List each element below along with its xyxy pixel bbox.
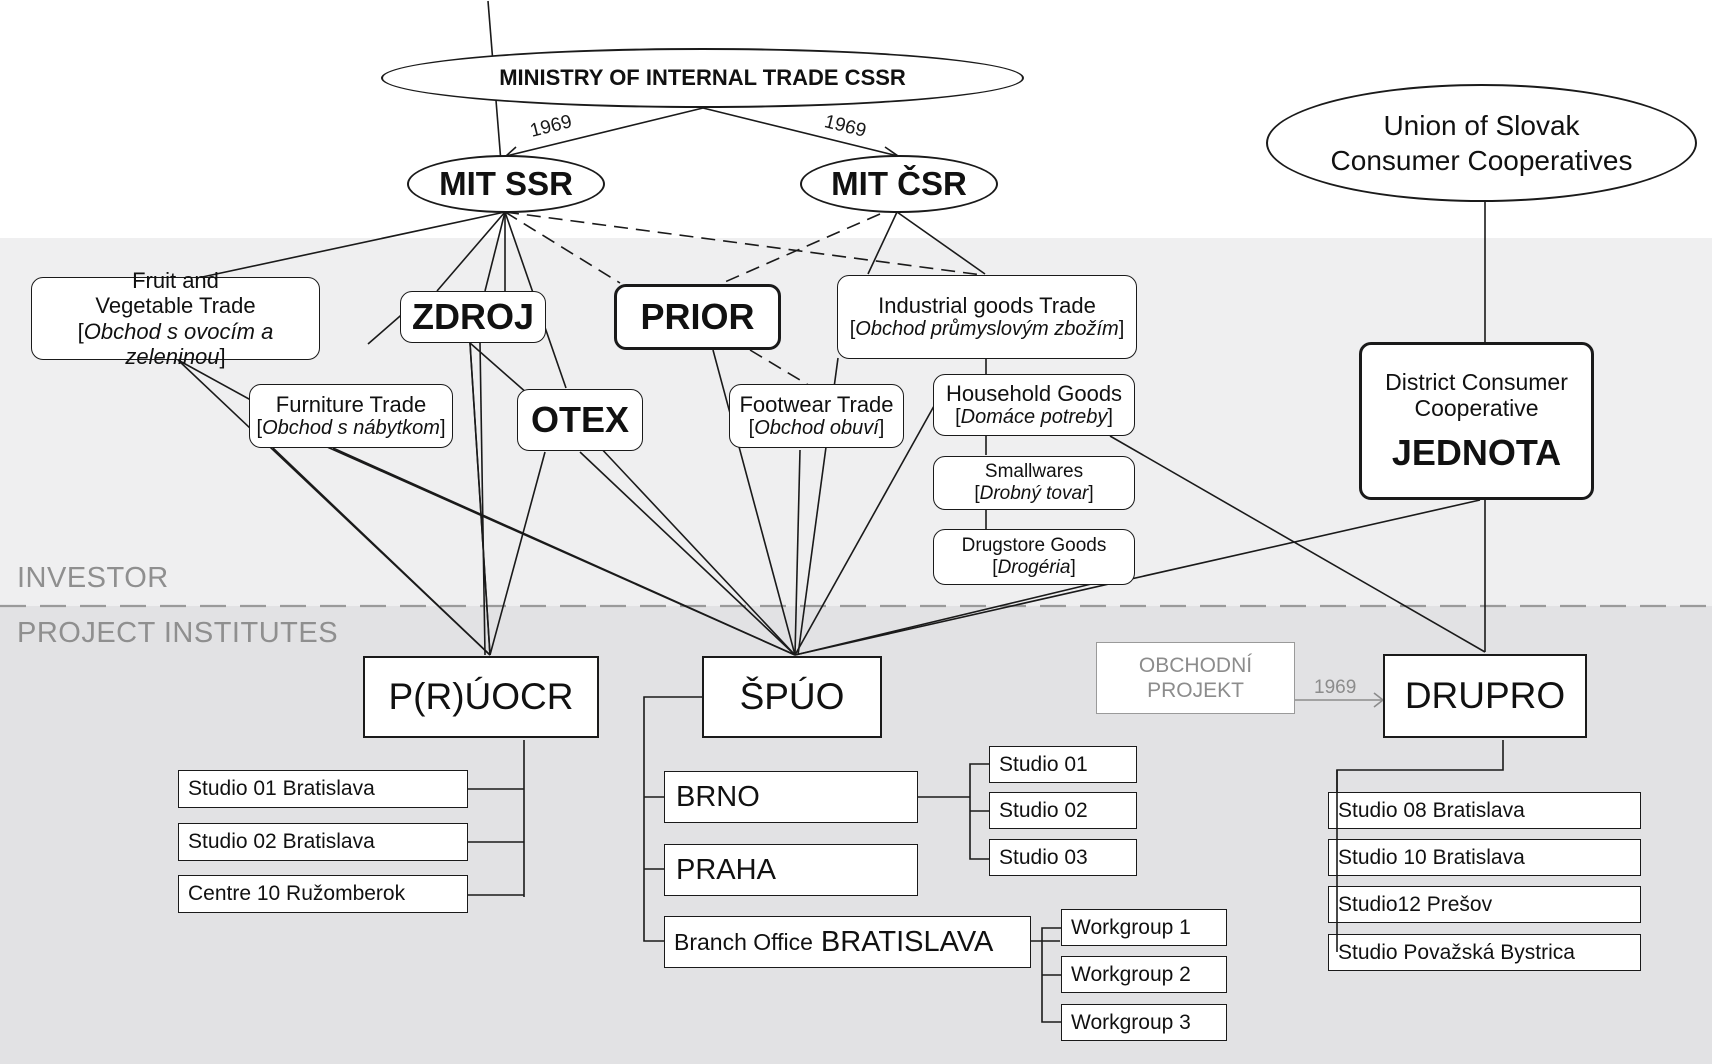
brno-studio: Studio 01 xyxy=(989,746,1137,783)
ministry-to-mit-ssr xyxy=(505,107,704,157)
drupro-unit: Studio 10 Bratislava xyxy=(1328,839,1641,876)
jednota-line2: Cooperative xyxy=(1414,395,1539,422)
ministry-node: MINISTRY OF INTERNAL TRADE CSSR xyxy=(381,48,1024,108)
brno-studio: Studio 02 xyxy=(989,792,1137,829)
dashed-wire xyxy=(504,211,621,284)
obchodni-projekt-node: OBCHODNÍ PROJEKT xyxy=(1096,642,1295,714)
pruocr-unit: Studio 01 Bratislava xyxy=(178,770,468,808)
drugstore-goods-node: Drugstore Goods [Drogéria] xyxy=(933,529,1135,585)
wire xyxy=(597,444,796,656)
footwear-local: Obchod obuví xyxy=(754,417,879,440)
wire xyxy=(489,451,546,656)
wire xyxy=(469,342,491,656)
drupro-unit: Studio Považská Bystrica xyxy=(1328,934,1641,971)
spuo-branch-office: Branch Office BRATISLAVA xyxy=(664,916,1031,968)
pruocr-unit: Studio 02 Bratislava xyxy=(178,823,468,861)
drugstore-local-name: [Drogéria] xyxy=(992,557,1076,578)
household-local: Domáce potreby xyxy=(960,406,1108,429)
union-line1: Union of Slovak xyxy=(1383,110,1580,141)
household-goods-node: Household Goods [Domáce potreby] xyxy=(933,374,1135,436)
branch-name: BRATISLAVA xyxy=(820,925,994,958)
workgroup: Workgroup 1 xyxy=(1061,909,1227,946)
footwear-trade-node: Footwear Trade [Obchod obuví] xyxy=(729,384,904,448)
drupro-node: DRUPRO xyxy=(1383,654,1587,738)
industrial-goods-trade-node: Industrial goods Trade [Obchod průmyslov… xyxy=(837,275,1137,359)
union-node: Union of Slovak Consumer Cooperatives xyxy=(1266,84,1697,202)
smallwares-local: Drobný tovar xyxy=(979,483,1089,504)
obchodni-line1: OBCHODNÍ xyxy=(1138,653,1253,677)
furniture-trade-node: Furniture Trade [Obchod s nábytkom] xyxy=(249,384,453,448)
branch-prefix: Branch Office xyxy=(674,928,813,955)
drupro-unit: Studio12 Prešov xyxy=(1328,886,1641,923)
wire xyxy=(896,211,986,275)
drupro-unit: Studio 08 Bratislava xyxy=(1328,792,1641,829)
wire xyxy=(794,405,935,656)
dashed-wire xyxy=(717,213,881,286)
smallwares-line1: Smallwares xyxy=(984,461,1084,483)
wire xyxy=(1109,435,1486,653)
drugstore-line1: Drugstore Goods xyxy=(961,535,1107,557)
pruocr-unit: Centre 10 Ružomberok xyxy=(178,875,468,913)
ministry-to-mit-csr xyxy=(702,107,899,157)
workgroup: Workgroup 3 xyxy=(1061,1004,1227,1041)
fruit-line1: Fruit and xyxy=(132,267,219,293)
furniture-local-name: [Obchod s nábytkom] xyxy=(256,417,446,440)
wire xyxy=(324,445,796,656)
wire xyxy=(436,211,506,292)
smallwares-local-name: [Drobný tovar] xyxy=(974,483,1094,504)
obchodni-line2: PROJEKT xyxy=(1147,679,1244,702)
spuo-brno: BRNO xyxy=(664,771,918,823)
wire xyxy=(794,499,1481,656)
household-local-name: [Domáce potreby] xyxy=(955,406,1113,429)
wire xyxy=(479,342,486,656)
zone-label-investor: INVESTOR xyxy=(17,562,169,594)
wire xyxy=(712,349,796,656)
spuo-node: ŠPÚO xyxy=(702,656,882,738)
jednota-line1: District Consumer xyxy=(1385,368,1568,395)
workgroup: Workgroup 2 xyxy=(1061,956,1227,993)
wire xyxy=(643,696,702,942)
footwear-local-name: [Obchod obuví] xyxy=(748,417,885,440)
wire xyxy=(192,211,506,280)
zone-label-project-institutes: PROJECT INSTITUTES xyxy=(17,617,339,649)
industrial-line1: Industrial goods Trade xyxy=(878,292,1096,318)
wire xyxy=(484,211,506,292)
prior-node: PRIOR xyxy=(614,284,781,350)
wire xyxy=(579,451,796,656)
wire xyxy=(469,342,529,395)
industrial-local-name: [Obchod průmyslovým zbožím] xyxy=(849,318,1125,341)
furniture-local: Obchod s nábytkom xyxy=(262,417,440,440)
dashed-wire xyxy=(749,349,811,387)
footwear-line1: Footwear Trade xyxy=(739,391,894,417)
union-line2: Consumer Cooperatives xyxy=(1330,145,1633,176)
spuo-praha: PRAHA xyxy=(664,844,918,896)
drugstore-local: Drogéria xyxy=(997,557,1071,578)
mit-ssr-node: MIT SSR xyxy=(407,155,605,213)
year-label: 1969 xyxy=(1314,677,1357,698)
household-line1: Household Goods xyxy=(945,380,1123,406)
wire xyxy=(272,447,491,656)
fruit-local-name: [Obchod s ovocím a zeleninou] xyxy=(77,318,274,369)
mit-csr-node: MIT ČSR xyxy=(800,155,998,213)
industrial-local: Obchod průmyslovým zbožím xyxy=(855,318,1119,341)
smallwares-node: Smallwares [Drobný tovar] xyxy=(933,456,1135,510)
wire xyxy=(794,449,801,656)
fruit-local: Obchod s ovocím a zeleninou xyxy=(83,318,274,369)
zdroj-node: ZDROJ xyxy=(400,291,546,343)
wire xyxy=(177,359,259,405)
jednota-name: JEDNOTA xyxy=(1391,431,1562,473)
fruit-line2: Vegetable Trade xyxy=(95,293,256,319)
wire xyxy=(1336,740,1504,792)
dashed-wire xyxy=(504,211,983,276)
wire xyxy=(867,211,898,275)
pruocr-node: P(R)ÚOCR xyxy=(363,656,599,738)
furniture-line1: Furniture Trade xyxy=(275,391,427,417)
fruit-vegetable-trade-node: Fruit and Vegetable Trade [Obchod s ovoc… xyxy=(31,268,320,369)
otex-node: OTEX xyxy=(517,389,643,451)
jednota-node: District Consumer Cooperative JEDNOTA xyxy=(1359,342,1594,500)
brno-studio: Studio 03 xyxy=(989,839,1137,876)
